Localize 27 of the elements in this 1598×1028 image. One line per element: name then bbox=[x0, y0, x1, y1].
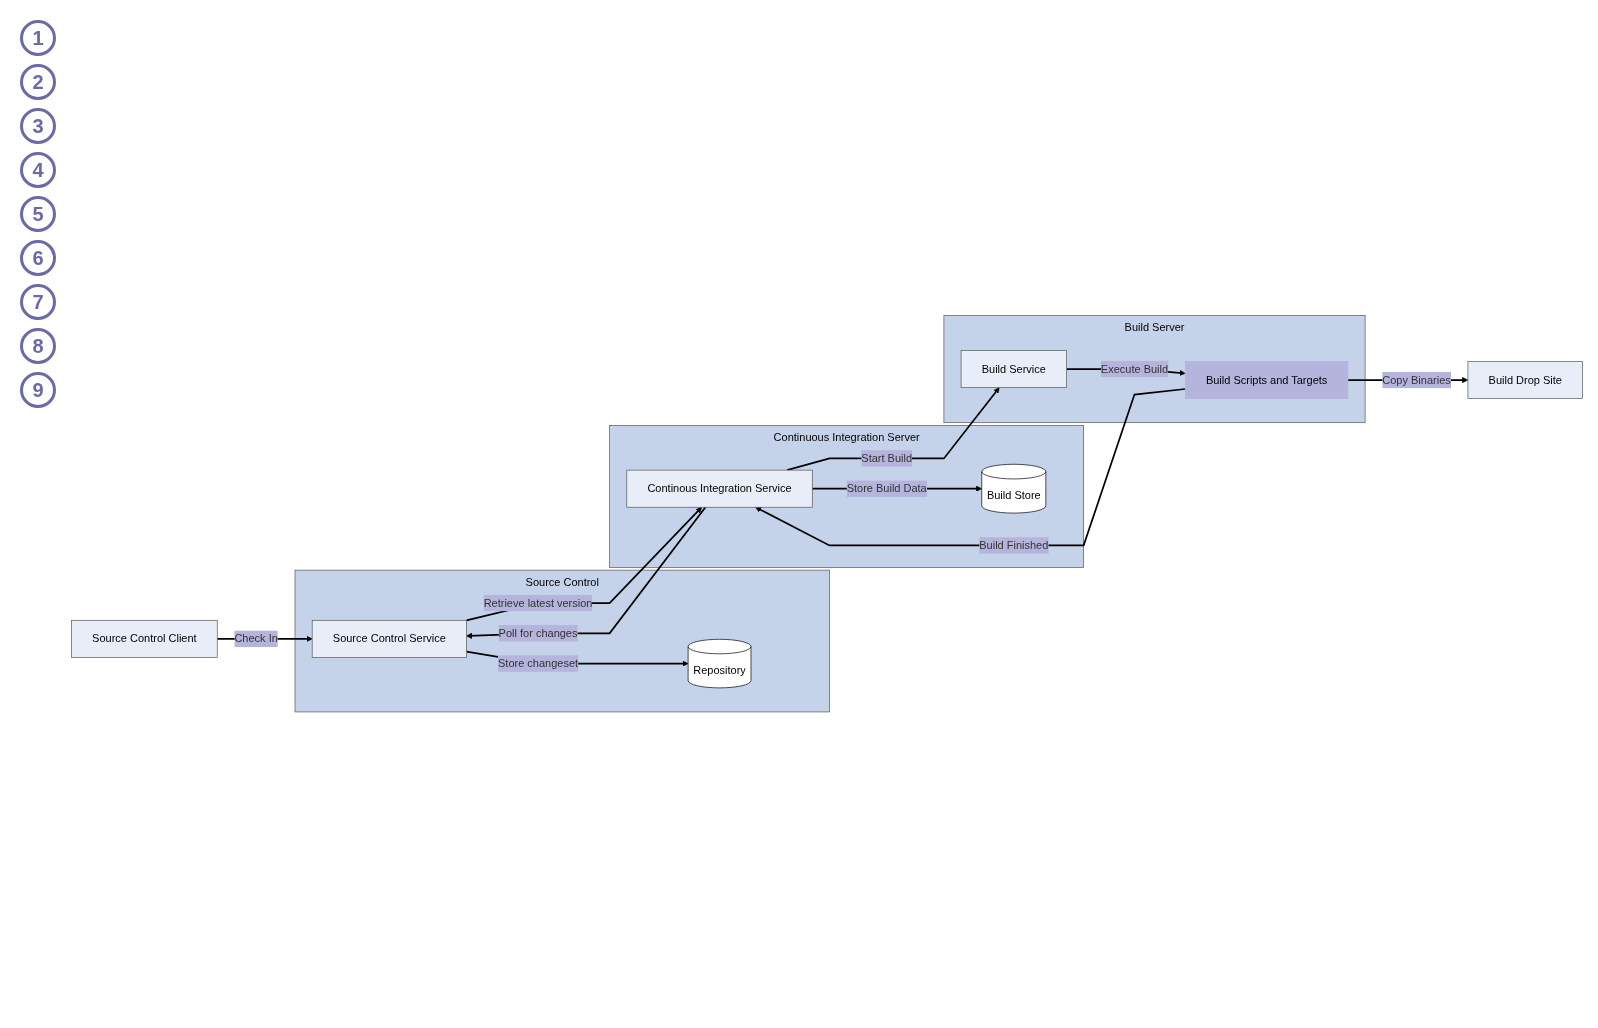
callout-number: 7 bbox=[20, 284, 56, 320]
callout-number: 2 bbox=[20, 64, 56, 100]
callout-number: 8 bbox=[20, 328, 56, 364]
edge-label: Start Build bbox=[861, 452, 913, 465]
callout-number: 3 bbox=[20, 108, 56, 144]
edge-label: Poll for changes bbox=[498, 627, 578, 640]
callout-number: 4 bbox=[20, 152, 56, 188]
edge-label: Store Build Data bbox=[846, 482, 927, 495]
callout-number: 1 bbox=[20, 20, 56, 56]
edge-label: Execute Build bbox=[1100, 363, 1169, 375]
node-box: Build Service bbox=[960, 350, 1067, 389]
edge-label: Build Finished bbox=[979, 539, 1049, 552]
node-box: Build Scripts and Targets bbox=[1184, 361, 1349, 400]
node-box: Build Drop Site bbox=[1467, 361, 1583, 400]
callout-number: 9 bbox=[20, 372, 56, 408]
arrow bbox=[466, 506, 707, 640]
edge-label: Copy Binaries bbox=[1382, 374, 1451, 386]
callout-number: 5 bbox=[20, 196, 56, 232]
edge-label: Retrieve latest version bbox=[483, 597, 593, 609]
node-box: Source Control Client bbox=[71, 620, 218, 659]
arrow bbox=[755, 388, 1187, 547]
edge-label: Store changeset bbox=[498, 657, 579, 670]
node-box: Source Control Service bbox=[311, 620, 467, 659]
arrow bbox=[465, 507, 702, 622]
callout-number: 6 bbox=[20, 240, 56, 276]
node-box: Continous Integration Service bbox=[626, 470, 813, 508]
edge-label: Check In bbox=[234, 632, 278, 645]
